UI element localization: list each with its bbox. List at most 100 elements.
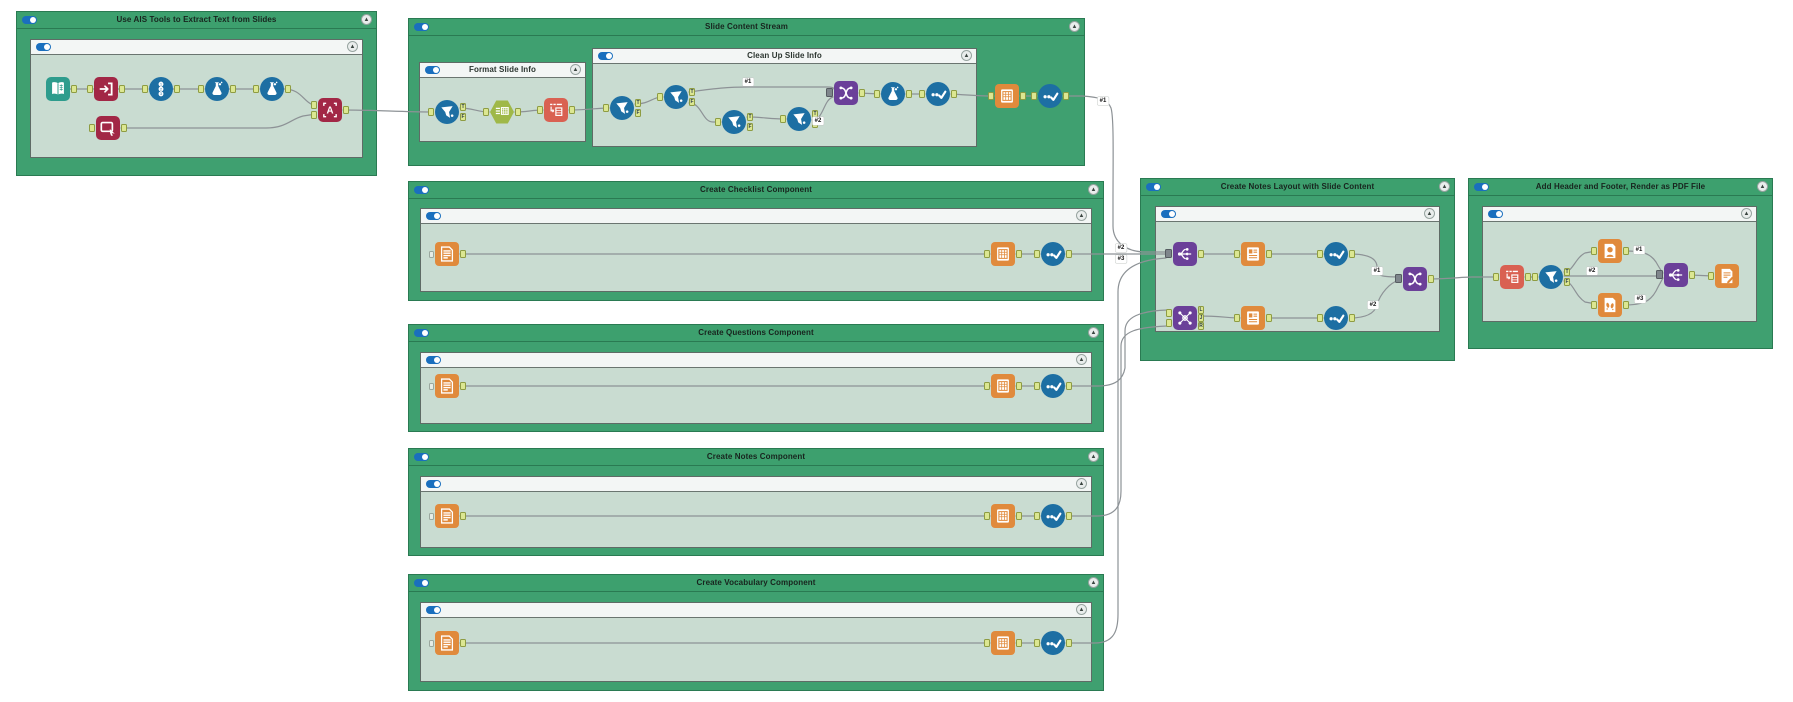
anchor[interactable] xyxy=(826,88,833,97)
f-anchor[interactable]: F xyxy=(460,113,466,121)
anchor[interactable] xyxy=(483,108,489,116)
anchor[interactable] xyxy=(89,124,95,132)
anchor[interactable] xyxy=(984,639,990,647)
report-table-tool[interactable] xyxy=(991,504,1015,528)
anchor[interactable] xyxy=(1034,512,1040,520)
anchor[interactable] xyxy=(285,85,291,93)
image-template-tool[interactable] xyxy=(96,116,120,140)
select-tool[interactable] xyxy=(1324,242,1348,266)
anchor[interactable] xyxy=(984,250,990,258)
report-header-tool[interactable] xyxy=(1598,239,1622,263)
container-header-notes-inner[interactable]: ▲ xyxy=(421,477,1091,492)
anchor[interactable] xyxy=(569,106,575,114)
anchor[interactable] xyxy=(603,104,609,112)
anchor[interactable] xyxy=(429,383,434,390)
anchor[interactable] xyxy=(1165,249,1172,258)
anchor[interactable] xyxy=(1066,382,1072,390)
anchor[interactable] xyxy=(951,90,957,98)
t-anchor[interactable]: T xyxy=(635,99,641,107)
anchor[interactable] xyxy=(1591,247,1597,255)
container-header-layout-inner[interactable]: ▲ xyxy=(1156,207,1439,222)
anchor[interactable] xyxy=(1623,301,1629,309)
select-tool[interactable] xyxy=(926,82,950,106)
collapse-button[interactable]: ▲ xyxy=(1757,181,1768,192)
f-anchor[interactable]: F xyxy=(1564,278,1570,286)
container-header-vocab-inner[interactable]: ▲ xyxy=(421,603,1091,618)
filter-tool[interactable] xyxy=(1539,265,1563,289)
anchor[interactable] xyxy=(515,108,521,116)
select-tool[interactable] xyxy=(1041,242,1065,266)
anchor[interactable] xyxy=(906,90,912,98)
filter-tool[interactable] xyxy=(722,110,746,134)
anchor[interactable] xyxy=(988,92,994,100)
anchor[interactable] xyxy=(428,108,434,116)
collapse-button[interactable]: ▲ xyxy=(1076,210,1087,221)
collapse-button[interactable]: ▲ xyxy=(1439,181,1450,192)
union-tool[interactable] xyxy=(834,81,858,105)
collapse-button[interactable]: ▲ xyxy=(1069,21,1080,32)
t-anchor[interactable]: T xyxy=(747,113,753,121)
anchor[interactable] xyxy=(1066,512,1072,520)
collapse-button[interactable]: ▲ xyxy=(1076,354,1087,365)
filter-tool[interactable] xyxy=(610,96,634,120)
container-header-format[interactable]: Format Slide Info▲ xyxy=(420,63,585,78)
anchor[interactable] xyxy=(71,85,77,93)
union-tool[interactable] xyxy=(1173,242,1197,266)
container-enabled-toggle[interactable] xyxy=(1146,183,1161,191)
anchor[interactable] xyxy=(715,118,721,126)
anchor[interactable] xyxy=(984,512,990,520)
anchor[interactable] xyxy=(1317,314,1323,322)
anchor[interactable] xyxy=(1234,250,1240,258)
anchor[interactable] xyxy=(1349,314,1355,322)
anchor[interactable] xyxy=(198,85,204,93)
collapse-button[interactable]: ▲ xyxy=(1088,327,1099,338)
book-input-tool[interactable] xyxy=(46,77,70,101)
union-tool[interactable] xyxy=(1664,263,1688,287)
f-anchor[interactable]: F xyxy=(747,123,753,131)
anchor[interactable] xyxy=(1016,639,1022,647)
anchor[interactable] xyxy=(460,512,466,520)
l-anchor[interactable]: L xyxy=(1198,306,1204,314)
anchor[interactable] xyxy=(429,251,434,258)
anchor[interactable] xyxy=(984,382,990,390)
anchor[interactable] xyxy=(1532,273,1538,281)
arrange-tool[interactable] xyxy=(1500,265,1524,289)
anchor[interactable] xyxy=(174,85,180,93)
container-enabled-toggle[interactable] xyxy=(414,453,429,461)
select-tool[interactable] xyxy=(1041,374,1065,398)
collapse-button[interactable]: ▲ xyxy=(1076,478,1087,489)
container-header-questions[interactable]: Create Questions Component▲ xyxy=(409,325,1103,342)
container-enabled-toggle[interactable] xyxy=(426,356,441,364)
select-tool[interactable] xyxy=(1038,84,1062,108)
text-input-tool[interactable] xyxy=(435,242,459,266)
anchor[interactable] xyxy=(87,85,93,93)
anchor[interactable] xyxy=(1656,270,1663,279)
formula-tool[interactable] xyxy=(881,82,905,106)
anchor[interactable] xyxy=(1317,250,1323,258)
anchor[interactable] xyxy=(1063,92,1069,100)
container-header-layout[interactable]: Create Notes Layout with Slide Content▲ xyxy=(1141,179,1454,196)
arrange-tool[interactable] xyxy=(544,98,568,122)
layout-tool[interactable] xyxy=(1241,242,1265,266)
collapse-button[interactable]: ▲ xyxy=(1088,184,1099,195)
anchor[interactable] xyxy=(874,90,880,98)
anchor[interactable] xyxy=(1166,319,1172,327)
anchor[interactable] xyxy=(1234,314,1240,322)
crosstab-tool[interactable] xyxy=(490,100,514,124)
join-tool[interactable] xyxy=(1173,306,1197,330)
layout-tool[interactable] xyxy=(1241,306,1265,330)
anchor[interactable] xyxy=(460,639,466,647)
collapse-button[interactable]: ▲ xyxy=(361,14,372,25)
anchor[interactable] xyxy=(1031,92,1037,100)
anchor[interactable] xyxy=(1428,275,1434,283)
container-enabled-toggle[interactable] xyxy=(426,212,441,220)
anchor[interactable] xyxy=(1591,301,1597,309)
container-enabled-toggle[interactable] xyxy=(425,66,440,74)
select-tool[interactable] xyxy=(1041,631,1065,655)
anchor[interactable] xyxy=(1525,273,1531,281)
container-header-pdf-inner[interactable]: ▲ xyxy=(1483,207,1756,222)
collapse-button[interactable]: ▲ xyxy=(1088,451,1099,462)
anchor[interactable] xyxy=(1020,92,1026,100)
anchor[interactable] xyxy=(1493,273,1499,281)
